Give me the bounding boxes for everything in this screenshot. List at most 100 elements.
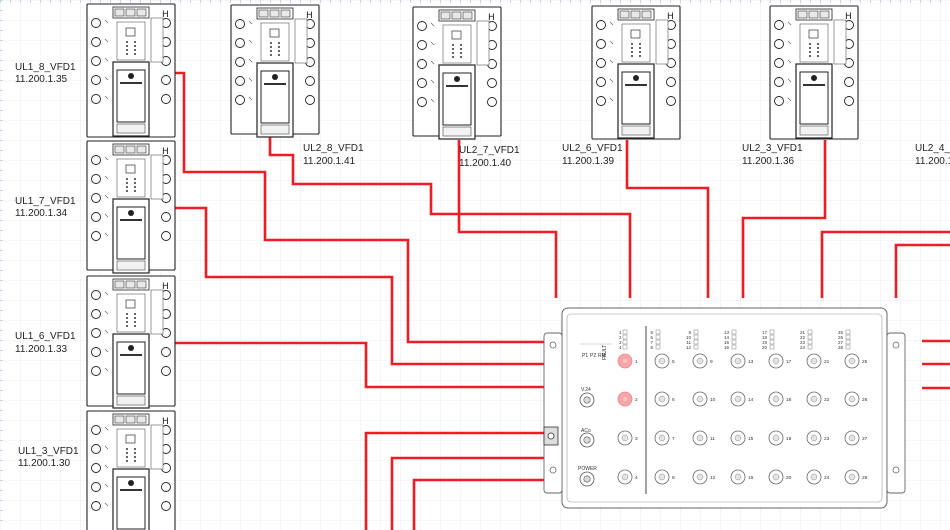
port-led bbox=[693, 339, 699, 345]
vfd-name-label: UL1_6_VFD1 bbox=[15, 331, 76, 342]
panel-dot bbox=[126, 186, 128, 188]
ethernet-port-pin bbox=[658, 395, 666, 403]
status-led bbox=[125, 434, 136, 444]
drive-logo bbox=[128, 210, 134, 216]
port-led bbox=[845, 334, 851, 340]
terminal-tick bbox=[787, 59, 792, 64]
terminal-circle bbox=[844, 96, 854, 106]
port-led-label: 21 bbox=[800, 330, 806, 335]
status-led bbox=[125, 299, 136, 309]
mount-hole bbox=[892, 466, 900, 474]
ethernet-port-pin bbox=[810, 357, 818, 365]
panel-dot bbox=[126, 53, 128, 55]
panel-dot bbox=[639, 55, 641, 57]
vfd-module[interactable]: H bbox=[86, 410, 176, 530]
connector-pin bbox=[819, 10, 830, 19]
panel-dot bbox=[278, 54, 280, 56]
ground-screw bbox=[547, 432, 555, 440]
drive-name-plate bbox=[264, 83, 286, 85]
ground-symbol: H bbox=[162, 147, 169, 157]
terminal-tick bbox=[248, 58, 253, 63]
port-number: 23 bbox=[824, 436, 830, 442]
terminal-circle bbox=[596, 39, 606, 49]
power-connector-pin bbox=[583, 436, 591, 444]
port-led bbox=[845, 344, 851, 350]
terminal-circle bbox=[161, 501, 171, 511]
terminal-circle bbox=[235, 38, 245, 48]
drive-name-plate bbox=[120, 354, 142, 356]
vfd-module[interactable]: H bbox=[86, 140, 176, 274]
port-led bbox=[655, 344, 661, 350]
port-number: 17 bbox=[786, 359, 792, 365]
panel-dot bbox=[126, 448, 128, 450]
vfd-module[interactable]: H bbox=[86, 275, 176, 409]
port-number: 4 bbox=[635, 475, 638, 481]
drive-name-plate bbox=[120, 219, 142, 221]
port-led bbox=[769, 334, 775, 340]
connector-pin bbox=[280, 9, 291, 18]
drive-name-plate bbox=[446, 85, 468, 87]
vfd-module[interactable]: H bbox=[86, 3, 176, 138]
panel-dot bbox=[126, 321, 128, 323]
terminal-circle bbox=[774, 58, 784, 68]
terminal-tick bbox=[787, 78, 792, 83]
ground-symbol: H bbox=[845, 12, 852, 22]
panel-dot bbox=[134, 456, 136, 458]
ethernet-port-pin bbox=[621, 395, 629, 403]
panel-dot bbox=[134, 49, 136, 51]
connector-pin bbox=[125, 415, 136, 424]
port-number: 8 bbox=[672, 475, 675, 481]
port-led-label: 13 bbox=[724, 330, 730, 335]
terminal-circle bbox=[91, 290, 101, 300]
supply-label: ACo bbox=[581, 428, 591, 434]
terminal-circle bbox=[596, 20, 606, 30]
vfd-module[interactable]: H bbox=[591, 5, 681, 140]
vfd-module[interactable]: H bbox=[230, 4, 320, 138]
port-number: 6 bbox=[672, 397, 675, 403]
port-led bbox=[845, 339, 851, 345]
terminal-circle bbox=[91, 193, 101, 203]
terminal-circle bbox=[417, 40, 427, 50]
panel-dot bbox=[631, 55, 633, 57]
vfd-module[interactable]: H bbox=[412, 6, 502, 140]
panel-dot bbox=[809, 47, 811, 49]
port-led bbox=[845, 329, 851, 335]
panel-dot bbox=[452, 56, 454, 58]
switch-bay bbox=[294, 18, 308, 64]
terminal-circle bbox=[161, 347, 171, 357]
mount-hole bbox=[892, 341, 900, 349]
connector-pin bbox=[136, 145, 147, 154]
panel-dot bbox=[126, 41, 128, 43]
ground-symbol: H bbox=[306, 11, 313, 21]
ethernet-cable bbox=[364, 431, 556, 530]
terminal-tick bbox=[248, 39, 253, 44]
terminal-circle bbox=[91, 56, 101, 66]
drive-logo bbox=[633, 75, 639, 81]
port-led-label: 16 bbox=[724, 345, 730, 350]
vfd-name-label: UL1_8_VFD1 bbox=[15, 62, 76, 73]
ethernet-port-pin bbox=[848, 357, 856, 365]
ethernet-port-pin bbox=[810, 395, 818, 403]
vfd-ip-label: 11.200.1.41 bbox=[303, 156, 356, 167]
drive-face bbox=[799, 71, 829, 125]
vfd-module[interactable]: H bbox=[769, 5, 859, 140]
terminal-circle bbox=[596, 96, 606, 106]
port-led bbox=[693, 344, 699, 350]
switch-bay bbox=[150, 17, 164, 63]
switch-bay bbox=[833, 19, 847, 65]
port-number: 3 bbox=[635, 436, 638, 442]
panel-dot bbox=[817, 51, 819, 53]
port-led-label: 12 bbox=[686, 345, 692, 350]
vfd-name-label: UL2_6_VFD1 bbox=[562, 143, 623, 154]
drive-logo bbox=[128, 480, 134, 486]
panel-dot bbox=[278, 50, 280, 52]
port-led bbox=[693, 334, 699, 340]
connector-pin bbox=[125, 8, 136, 17]
port-led-label: 4 bbox=[619, 345, 622, 350]
terminal-circle bbox=[161, 482, 171, 492]
drive-name-plate bbox=[120, 82, 142, 84]
terminal-circle bbox=[487, 78, 497, 88]
panel-dot bbox=[270, 50, 272, 52]
terminal-circle bbox=[774, 39, 784, 49]
